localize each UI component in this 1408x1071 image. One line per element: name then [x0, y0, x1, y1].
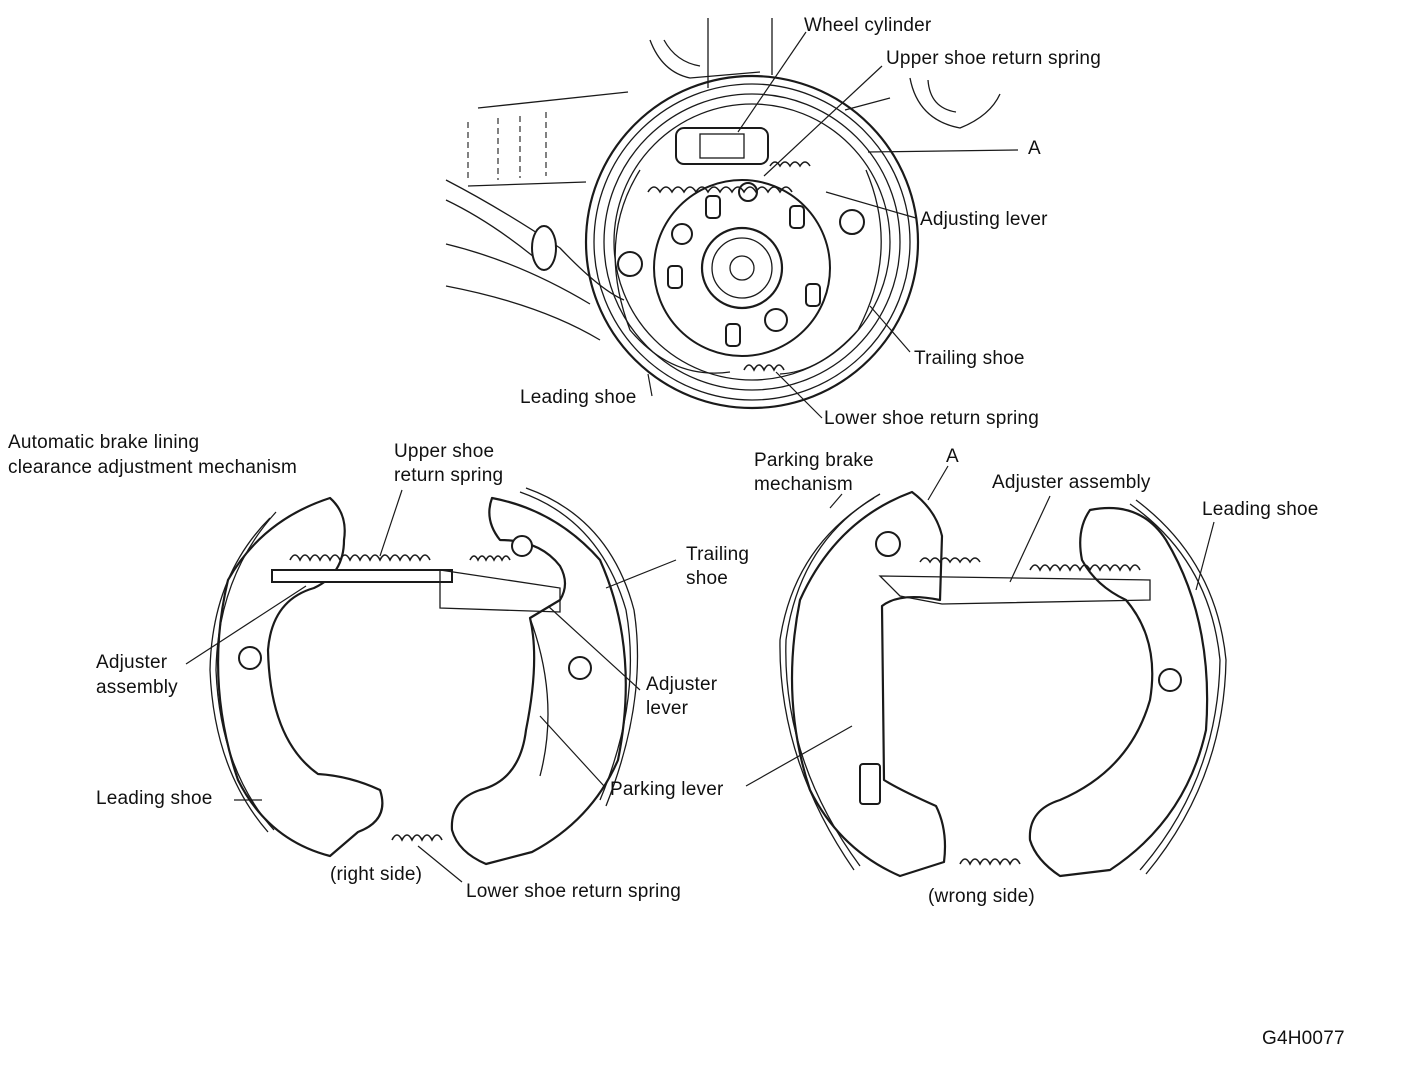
upper-spring-label-line2: return spring	[394, 465, 504, 486]
a-label-right: A	[946, 446, 959, 467]
mechanism-label-line1: Automatic brake lining	[8, 432, 200, 453]
mechanism-label-line2: clearance adjustment mechanism	[8, 457, 298, 478]
upper-shoe-return-spring-label: Upper shoe return spring	[886, 48, 1101, 69]
wheel-cylinder-label: Wheel cylinder	[804, 15, 932, 36]
a-label-top: A	[1028, 138, 1041, 159]
wheel-cylinder-shape	[675, 127, 769, 165]
wheel-studs	[667, 182, 821, 347]
parking-brake-label-line2: mechanism	[754, 474, 853, 495]
top-brake-assembly	[445, 18, 1019, 419]
adjuster-lever-label-line1: Adjuster	[646, 674, 718, 695]
parking-brake-label-line1: Parking brake	[754, 450, 874, 471]
trailing-label-line2: shoe	[686, 568, 729, 589]
lower-shoe-return-spring-label-top: Lower shoe return spring	[824, 408, 1039, 429]
adjuster-assembly-label-line2: assembly	[96, 677, 178, 698]
leading-shoe-label-left: Leading shoe	[96, 788, 213, 809]
adjusting-lever-label: Adjusting lever	[920, 209, 1048, 230]
trailing-label-line1: Trailing	[686, 544, 750, 565]
upper-spring-label-line1: Upper shoe	[394, 441, 495, 462]
adjuster-assembly-label-line1: Adjuster	[96, 652, 168, 673]
vehicle-structure	[445, 18, 1001, 341]
figure-id: G4H0077	[1262, 1028, 1345, 1049]
right-shoe-assembly	[745, 465, 1227, 878]
adjuster-lever-label-line2: lever	[646, 698, 689, 719]
left-shoe-assembly	[185, 487, 677, 883]
leading-shoe-label-right: Leading shoe	[1202, 499, 1319, 520]
trailing-shoe-label-top: Trailing shoe	[914, 348, 1025, 369]
leading-shoe-label-top: Leading shoe	[520, 387, 637, 408]
lower-spring-label-left: Lower shoe return spring	[466, 881, 681, 902]
adjuster-assembly-label-right: Adjuster assembly	[992, 472, 1151, 493]
wrong-side-caption: (wrong side)	[928, 886, 1035, 907]
parking-lever-label: Parking lever	[610, 779, 724, 800]
right-side-caption: (right side)	[330, 864, 423, 885]
